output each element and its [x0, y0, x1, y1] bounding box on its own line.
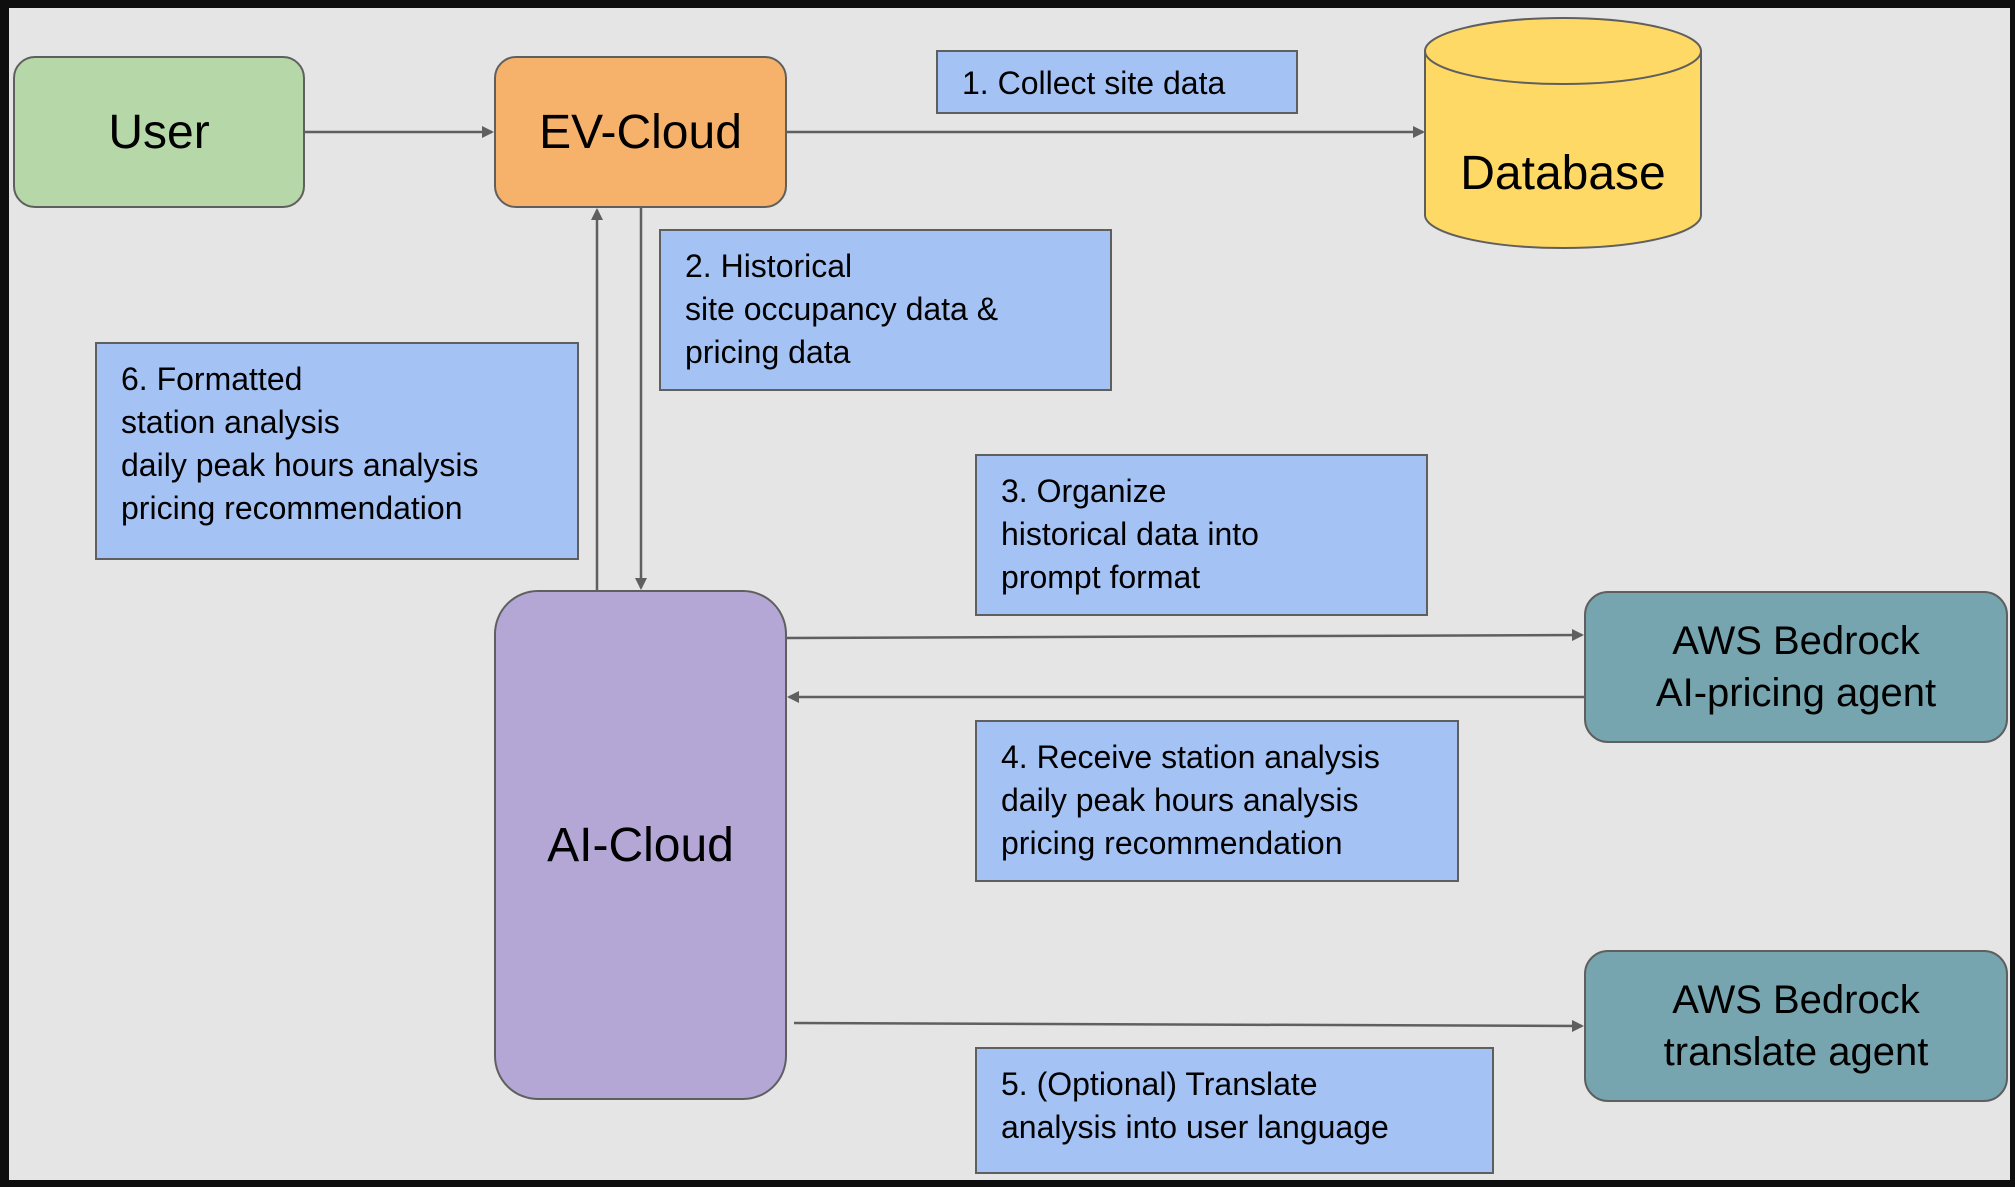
ai-cloud-label: AI-Cloud: [547, 818, 734, 872]
step-6-note: 6. Formatted station analysis daily peak…: [95, 342, 579, 560]
database-node[interactable]: Database: [1425, 118, 1701, 228]
aws-translate-agent-label: AWS Bedrock translate agent: [1663, 978, 1929, 1074]
connectors: [305, 17, 1702, 1032]
user-node[interactable]: User: [13, 56, 305, 208]
aws-translate-agent-node[interactable]: AWS Bedrock translate agent: [1584, 950, 2008, 1102]
database-cylinder: [1424, 17, 1702, 249]
ev-cloud-node[interactable]: EV-Cloud: [494, 56, 787, 208]
step-1-note: 1. Collect site data: [936, 50, 1298, 114]
step-3-note: 3. Organize historical data into prompt …: [975, 454, 1428, 616]
ev-cloud-label: EV-Cloud: [539, 105, 742, 159]
step-2-note: 2. Historical site occupancy data & pric…: [659, 229, 1112, 391]
ai-cloud-node[interactable]: AI-Cloud: [494, 590, 787, 1100]
step-4-note: 4. Receive station analysis daily peak h…: [975, 720, 1459, 882]
edge-aicloud-to-pricing: [786, 629, 1584, 642]
aws-pricing-agent-label: AWS Bedrock AI-pricing agent: [1655, 619, 1937, 715]
database-label: Database: [1460, 146, 1666, 200]
edge-aicloud-to-translate: [793, 1019, 1584, 1032]
user-label: User: [108, 105, 210, 159]
diagram-canvas: User EV-Cloud Database AI-Cloud AWS Bedr…: [9, 8, 2010, 1180]
aws-pricing-agent-node[interactable]: AWS Bedrock AI-pricing agent: [1584, 591, 2008, 743]
step-5-note: 5. (Optional) Translate analysis into us…: [975, 1047, 1494, 1174]
